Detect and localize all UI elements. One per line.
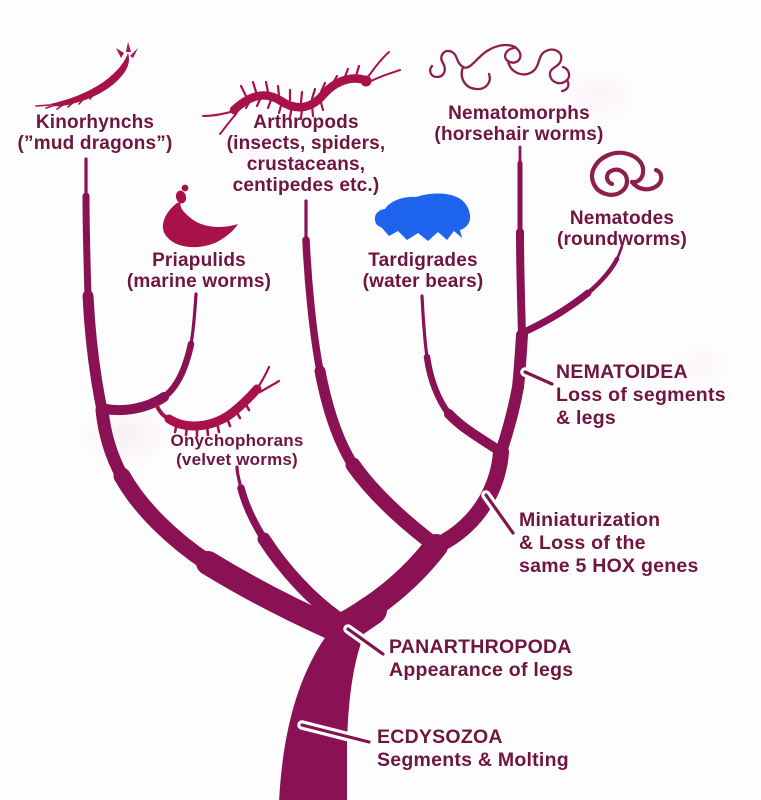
taxon-common: (horsehair worms) — [434, 124, 604, 145]
annotation-miniaturization: Miniaturization & Loss of the same 5 HOX… — [519, 509, 699, 578]
label-nematomorphs: Nematomorphs (horsehair worms) — [434, 103, 603, 145]
kinorhynch-icon — [35, 42, 138, 110]
label-nematodes: Nematodes (roundworms) — [557, 208, 687, 250]
ecdysozoa-pointer-line — [300, 723, 371, 744]
clade-name: PANARTHROPODA — [389, 636, 572, 658]
clade-note: Appearance of legs — [389, 659, 574, 681]
taxon-common: crustaceans, — [246, 154, 366, 175]
taxon-common: centipedes etc.) — [232, 175, 380, 196]
clade-name: NEMATOIDEA — [556, 361, 688, 383]
miniaturization-pointer-line — [484, 493, 515, 535]
nematode-icon — [589, 150, 664, 197]
annotation-nematoidea: NEMATOIDEA Loss of segments & legs — [556, 361, 726, 430]
onychophoran-icon — [155, 365, 281, 438]
pointer-lines — [297, 367, 557, 747]
label-tardigrades: Tardigrades (water bears) — [363, 250, 484, 292]
nematomorph-icon — [429, 43, 571, 93]
taxon-name: Nematomorphs — [448, 103, 590, 124]
label-onychophorans: Onychophorans (velvet worms) — [171, 431, 304, 469]
clade-note: Segments & Molting — [377, 749, 569, 771]
annotation-panarthropoda: PANARTHROPODA Appearance of legs — [389, 636, 573, 682]
taxon-name: Onychophorans — [170, 431, 304, 450]
annotation-ecdysozoa: ECDYSOZOA Segments & Molting — [377, 726, 569, 772]
clade-note: & legs — [556, 407, 617, 429]
arthropod-icon — [202, 51, 401, 135]
clade-note: Loss of segments — [556, 384, 726, 406]
taxon-name: Arthropods — [253, 112, 359, 133]
label-arthropods: Arthropods (insects, spiders, crustacean… — [227, 112, 386, 196]
panarthropoda-pointer-line — [346, 627, 385, 656]
priapulid-icon — [162, 184, 238, 248]
taxon-name: Nematodes — [569, 208, 675, 229]
taxon-common: (insects, spiders, — [226, 133, 386, 154]
clade-name: ECDYSOZOA — [377, 726, 503, 748]
clade-note: same 5 HOX genes — [519, 555, 699, 577]
taxon-common: (”mud dragons”) — [17, 133, 173, 154]
taxon-name: Tardigrades — [368, 250, 478, 271]
clade-note: & Loss of the — [519, 532, 646, 554]
tardigrade-icon — [374, 193, 471, 241]
taxon-name: Priapulids — [152, 250, 246, 271]
clade-note: Miniaturization — [519, 509, 661, 531]
label-kinorhynchs: Kinorhynchs (”mud dragons”) — [18, 112, 173, 154]
label-priapulids: Priapulids (marine worms) — [127, 250, 271, 292]
taxon-common: (marine worms) — [126, 271, 272, 292]
taxon-common: (roundworms) — [556, 229, 688, 250]
taxon-common: (velvet worms) — [176, 450, 298, 469]
nematoidea-pointer-line — [523, 370, 554, 386]
taxon-common: (water bears) — [362, 271, 484, 292]
trunk — [279, 622, 362, 800]
tree-branches — [82, 145, 624, 800]
taxon-name: Kinorhynchs — [35, 112, 155, 133]
